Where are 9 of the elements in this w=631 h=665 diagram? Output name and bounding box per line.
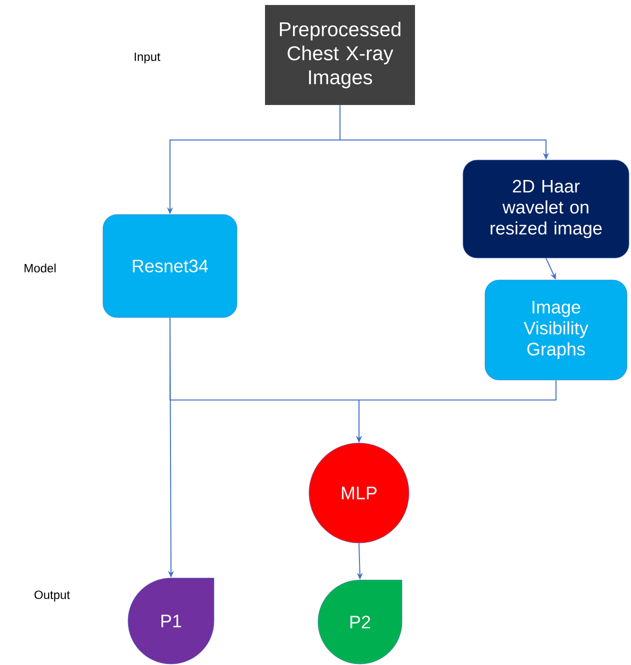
- row-label: Model: [24, 264, 56, 272]
- process-box: Resnet34: [102, 214, 238, 318]
- process-box: Image Visibility Graphs: [484, 280, 628, 380]
- output-drop: P2: [318, 580, 402, 664]
- process-box: Preprocessed Chest X-ray Images: [265, 5, 415, 105]
- output-drop: P1: [128, 578, 214, 664]
- row-label: Output: [34, 590, 70, 602]
- row-label: Input: [134, 52, 160, 64]
- process-box: 2D Haar wavelet on resized image: [462, 160, 630, 258]
